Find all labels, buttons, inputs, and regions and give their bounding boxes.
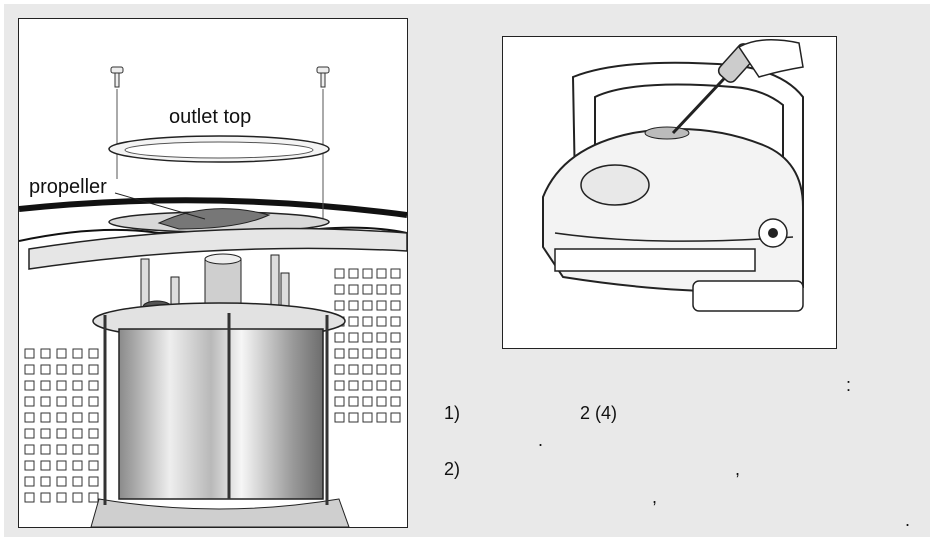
motor-cylinder [118, 328, 324, 500]
propeller-label: propeller [29, 176, 107, 198]
housing-edge [19, 197, 407, 218]
step2-comma-a: , [735, 459, 741, 479]
step1-period: . [538, 430, 544, 450]
step1-number: 1) [444, 403, 461, 423]
outlet-top-label: outlet top [169, 106, 252, 128]
exploded-motor-illustration: outlet top propeller [18, 18, 408, 528]
screw-left [110, 66, 124, 179]
hand [737, 39, 804, 78]
step2-comma-b: , [652, 487, 658, 507]
motor-assembly-drawing [19, 66, 407, 527]
robot-cleaner-drawing [542, 39, 804, 312]
intro-colon: : [846, 375, 852, 395]
final-period: . [905, 510, 911, 530]
step1-value: 2 (4) [580, 403, 618, 423]
step2-number: 2) [444, 459, 461, 479]
robot-cleaner-illustration [502, 36, 837, 349]
